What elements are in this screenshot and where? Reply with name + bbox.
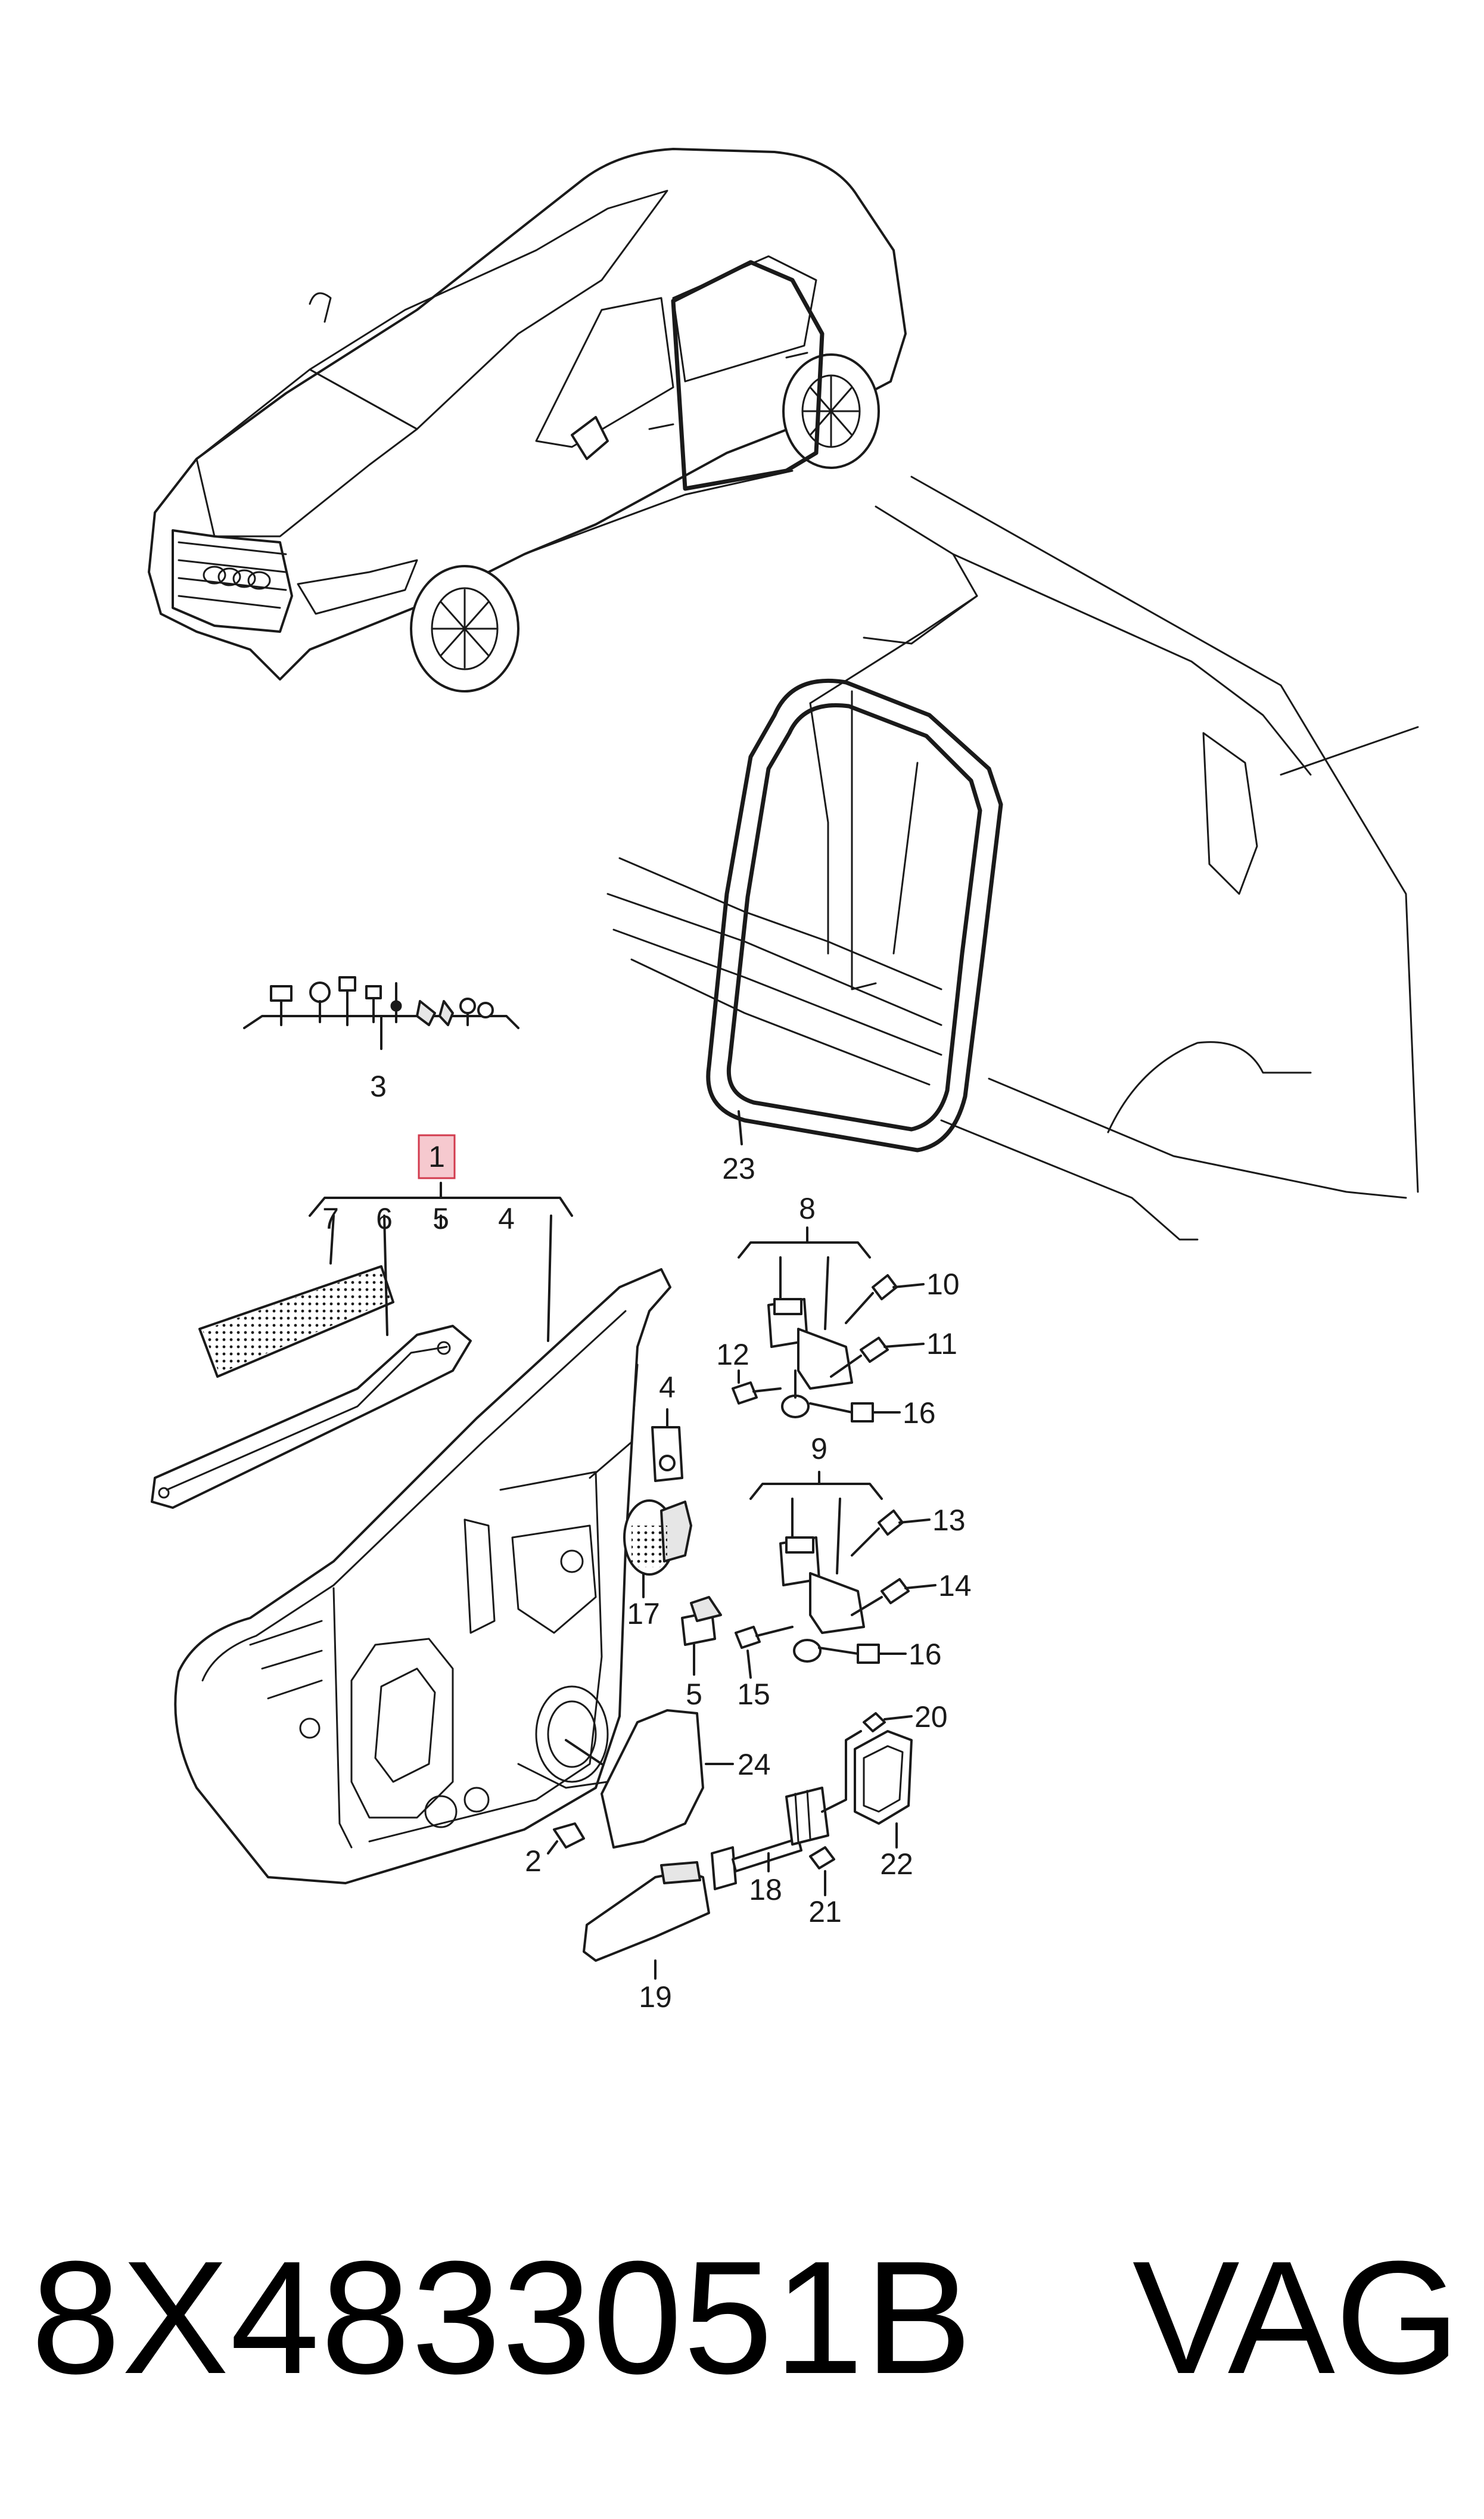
- seal-strip-6: [151, 1215, 472, 1509]
- callout-6: 6: [376, 1202, 393, 1235]
- cover-24: [565, 1709, 734, 1849]
- body-side-opening: [606, 476, 1419, 1241]
- speaker-17: [623, 1499, 692, 1598]
- callout-3: 3: [370, 1070, 387, 1103]
- door-check-18: [711, 1712, 913, 1896]
- callout-18: 18: [749, 1873, 782, 1906]
- callout-14: 14: [938, 1569, 972, 1602]
- callout-20: 20: [914, 1700, 948, 1734]
- callout-15: 15: [737, 1678, 770, 1711]
- callout-23: 23: [722, 1152, 755, 1185]
- callout-16-upper: 16: [903, 1396, 936, 1430]
- footer: 8X4833051B VAG: [0, 2229, 1484, 2408]
- callout-10: 10: [926, 1268, 960, 1301]
- hinge-8: [732, 1226, 925, 1422]
- car-overview-illustration: [148, 148, 907, 692]
- callout-7: 7: [322, 1202, 339, 1235]
- damping-panel-7: [198, 1215, 394, 1378]
- callout-9: 9: [811, 1432, 827, 1465]
- callout-8: 8: [799, 1192, 816, 1225]
- callout-labels: 1 2 3 4 4 5 5 6 7 8 9 10 11 12 13 14 15 …: [322, 1070, 972, 2014]
- door-assembly: [174, 1182, 671, 1884]
- callout-24: 24: [738, 1748, 771, 1781]
- highlighted-callout-box: [418, 1134, 456, 1179]
- callout-12: 12: [716, 1338, 749, 1371]
- callout-13: 13: [932, 1504, 966, 1537]
- callout-16-lower: 16: [909, 1638, 942, 1671]
- callout-11: 11: [926, 1327, 957, 1361]
- callout-4-clip: 4: [659, 1371, 676, 1404]
- hinge-9: [735, 1471, 937, 1679]
- part-number: 8X4833051B: [31, 2228, 973, 2408]
- callout-4-door: 4: [498, 1202, 515, 1235]
- bolt-2: [547, 1822, 585, 1855]
- callout-17: 17: [627, 1597, 660, 1630]
- grommet-22: [854, 1730, 913, 1849]
- fastener-set-3: [243, 976, 519, 1050]
- callout-19: 19: [639, 1980, 672, 2014]
- clip-5: [681, 1596, 722, 1676]
- door-seal-23: [706, 678, 1003, 1153]
- callout-5-clip: 5: [686, 1678, 702, 1711]
- callout-2: 2: [525, 1844, 542, 1878]
- brand-name: VAG: [1132, 2228, 1460, 2408]
- callout-1: 1: [428, 1140, 445, 1173]
- callout-21: 21: [808, 1895, 842, 1928]
- clip-4: [651, 1408, 683, 1482]
- callout-22: 22: [880, 1847, 913, 1881]
- callout-5-door: 5: [433, 1202, 449, 1235]
- cover-19: [583, 1861, 710, 1980]
